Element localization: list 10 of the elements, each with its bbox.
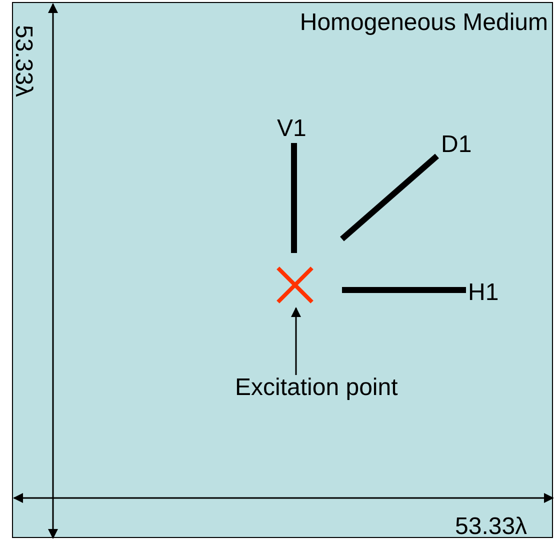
cross-mark: [275, 265, 315, 305]
receiver-label: H1: [468, 281, 499, 305]
callout-text: Excitation point: [235, 376, 398, 400]
receiver-label: D1: [441, 133, 472, 157]
leader-line: [291, 307, 301, 375]
dimension-label: 53.33λ: [455, 515, 528, 539]
medium-box: [12, 2, 553, 538]
dimension-label: 53.33λ: [11, 25, 35, 98]
medium-title: Homogeneous Medium: [300, 11, 548, 35]
receiver-label: V1: [277, 117, 306, 141]
